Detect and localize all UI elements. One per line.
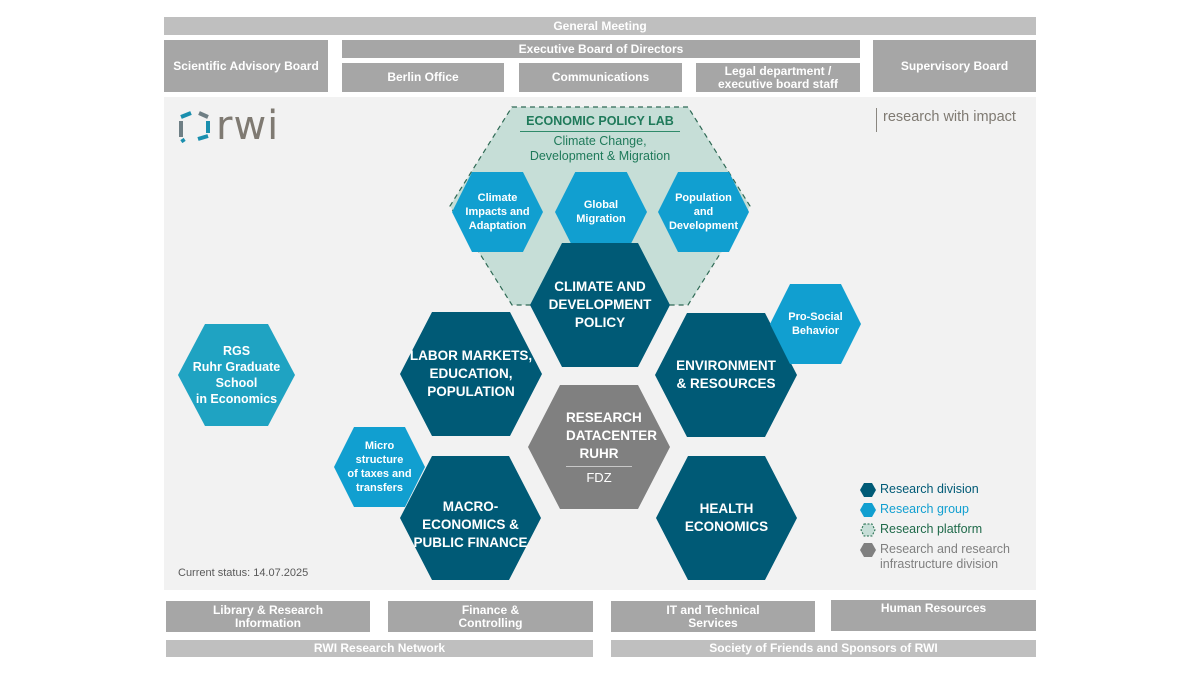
environment-label: ENVIRONMENT & RESOURCES [676,358,776,391]
society-box: Society of Friends and Sponsors of RWI [611,640,1036,657]
climate-policy-hexagon [530,243,670,367]
berlin-office-label: Berlin Office [387,70,459,84]
current-status: Current status: 14.07.2025 [178,567,309,579]
population-development-label: Population and Development [668,192,739,232]
general-meeting-box: General Meeting [164,17,1036,35]
legend-item-research-group: Research group [860,502,1010,517]
rwi-logo-text: rwi [216,103,280,149]
rgs-label: RGS Ruhr Graduate School in Economics [192,344,281,406]
macro-label: MACRO- ECONOMICS & PUBLIC FINANCE [413,499,528,550]
rwi-logo: rwi [178,103,280,149]
scientific-advisory-board-box: Scientific Advisory Board [164,40,328,92]
executive-board-label: Executive Board of Directors [518,41,684,56]
society-label: Society of Friends and Sponsors of RWI [709,641,938,655]
legend-label: Research platform [880,522,983,536]
communications-label: Communications [551,70,650,84]
datacenter-label-group: RESEARCH DATACENTER RUHR FDZ [528,385,670,509]
human-resources-label: Human Resources [880,601,987,615]
labor-markets-label: LABOR MARKETS, EDUCATION, POPULATION [409,348,533,399]
global-migration-label: Global Migration [576,199,626,225]
climate-impacts-hexagon [452,172,543,252]
population-development-hexagon [658,172,749,252]
research-network-label: RWI Research Network [313,641,446,655]
it-services-box: IT and Technical Services [611,601,815,632]
micro-label: Micro structure of taxes and transfers [347,440,412,494]
human-resources-box: Human Resources [831,600,1036,631]
it-services-label: IT and Technical Services [666,602,760,630]
finance-box: Finance & Controlling [388,601,593,632]
tagline-text: research with impact [883,109,1016,125]
environment-hexagon [655,313,797,437]
general-meeting-label: General Meeting [553,18,647,33]
dark-hexagon-icon [860,483,876,497]
legend-label: Research division [880,482,979,496]
macro-hexagon [400,456,541,580]
datacenter-abbr: FDZ [586,470,612,485]
blue-hexagon-icon [860,503,876,517]
executive-board-box: Executive Board of Directors [342,40,860,58]
tagline: research with impact [876,108,1016,132]
legend-item-infrastructure-division: Research and research infrastructure div… [860,542,1010,572]
library-box: Library & Research Information [166,601,370,632]
library-label: Library & Research Information [212,602,324,630]
health-hexagon [656,456,797,580]
micro-hexagon [334,427,425,507]
gray-hexagon-icon [860,543,876,557]
datacenter-hexagon [528,385,670,509]
legal-department-label: Legal department / executive board staff [717,63,839,91]
legal-department-box: Legal department / executive board staff [696,63,860,92]
datacenter-label: RESEARCH DATACENTER RUHR [566,409,657,467]
economic-policy-lab-subtitle: Climate Change, Development & Migration [529,134,671,163]
berlin-office-box: Berlin Office [342,63,504,92]
economic-policy-lab-title: ECONOMIC POLICY LAB [520,113,680,132]
finance-label: Finance & Controlling [458,602,523,630]
scientific-advisory-board-label: Scientific Advisory Board [173,58,319,73]
legend-label: Research and research infrastructure div… [880,542,1010,571]
climate-policy-label: CLIMATE AND DEVELOPMENT POLICY [548,279,652,330]
economic-policy-lab-header: ECONOMIC POLICY LAB Climate Change, Deve… [520,113,680,164]
communications-box: Communications [519,63,682,92]
legend-item-research-platform: Research platform [860,522,1010,537]
rwi-logo-mark-icon [179,111,210,143]
rgs-hexagon [178,324,295,426]
labor-markets-hexagon [400,312,542,436]
global-migration-hexagon [555,172,647,252]
health-label: HEALTH ECONOMICS [684,501,769,534]
research-network-box: RWI Research Network [166,640,593,657]
pro-social-hexagon [770,284,861,364]
dashed-hexagon-icon [860,523,876,537]
legend-label: Research group [880,502,969,516]
climate-impacts-label: Climate Impacts and Adaptation [465,192,530,232]
legend-item-research-division: Research division [860,482,1010,497]
supervisory-board-label: Supervisory Board [900,58,1009,73]
legend: Research division Research group Researc… [860,482,1010,577]
pro-social-label: Pro-Social Behavior [788,311,843,337]
supervisory-board-box: Supervisory Board [873,40,1036,92]
